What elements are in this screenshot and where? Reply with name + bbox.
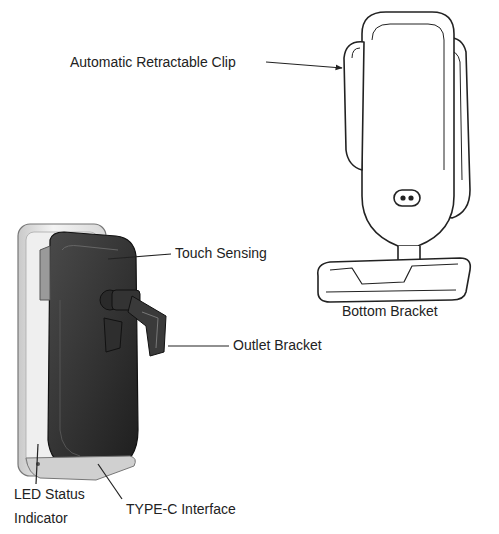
part-label: Bottom Bracket (342, 303, 438, 320)
leader-lines (36, 62, 342, 499)
left-holder (18, 224, 166, 480)
part-label: Outlet Bracket (233, 337, 322, 354)
right-holder (318, 12, 471, 302)
part-label: TYPE-C Interface (126, 501, 236, 518)
part-label: Automatic Retractable Clip (70, 54, 236, 71)
part-label: LED Status Indicator (14, 482, 94, 530)
part-label: Touch Sensing (175, 245, 267, 262)
